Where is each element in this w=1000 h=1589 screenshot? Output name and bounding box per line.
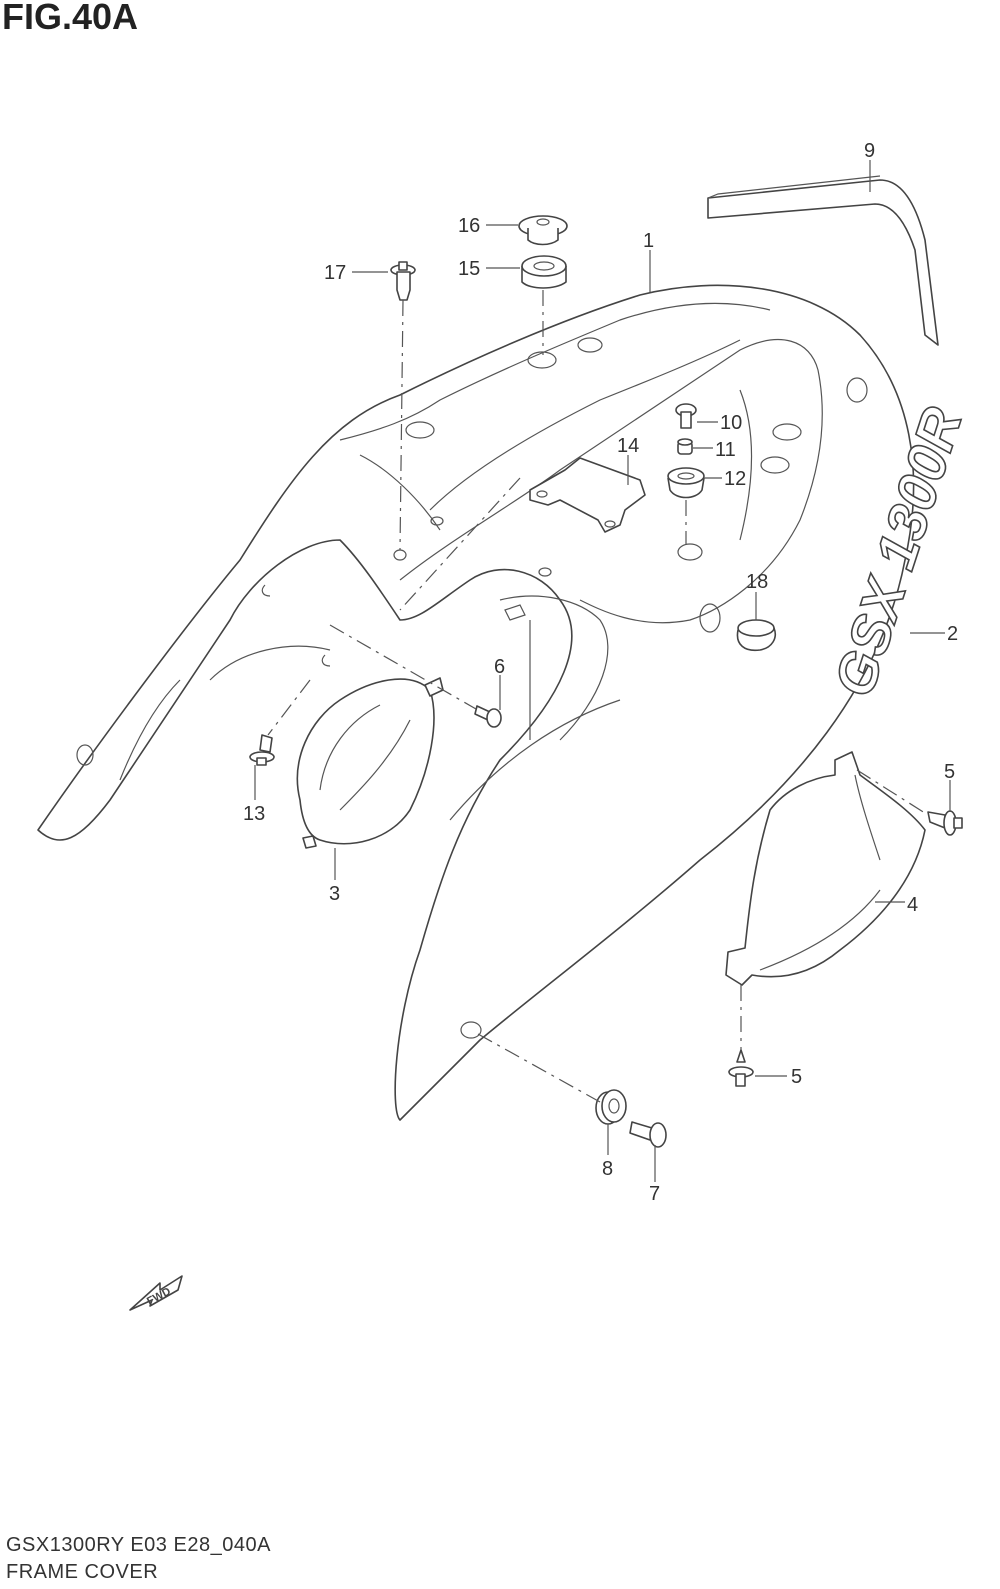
assembly-lines [267, 290, 929, 1103]
callout-5-upper: 5 [944, 761, 955, 783]
frame-cover-part-1[interactable] [37, 284, 915, 1121]
callout-2: 2 [947, 623, 958, 645]
screw-part-6[interactable] [474, 705, 502, 728]
rivet-part-13[interactable] [249, 734, 275, 766]
callout-11: 11 [715, 439, 736, 461]
panel-part-3[interactable] [296, 677, 444, 849]
fwd-label: FWD [145, 1285, 173, 1307]
callout-13: 13 [243, 803, 265, 825]
callout-7: 7 [649, 1183, 660, 1205]
callout-18: 18 [746, 571, 768, 593]
callout-16: 16 [458, 215, 480, 237]
screw-part-7[interactable] [629, 1121, 667, 1148]
callout-9: 9 [864, 140, 875, 162]
rivet-part-5-lower[interactable] [728, 1049, 754, 1087]
strip-part-9[interactable] [707, 175, 939, 346]
leader-lines [254, 160, 951, 1182]
bracket-part-14[interactable] [529, 457, 646, 533]
callout-labels: 1 2 3 4 5 5 6 7 8 9 10 11 12 13 14 15 16… [243, 140, 958, 1205]
callout-14: 14 [617, 435, 639, 457]
fwd-arrow-icon: FWD [129, 1275, 183, 1311]
collar-part-11[interactable] [677, 438, 693, 455]
callout-10: 10 [720, 412, 742, 434]
callout-5-lower: 5 [791, 1066, 802, 1088]
section-name: FRAME COVER [6, 1561, 159, 1583]
grommet-part-15[interactable] [521, 255, 567, 289]
plug-part-18[interactable] [736, 619, 776, 652]
grommet-part-12[interactable] [667, 467, 705, 499]
callout-12: 12 [724, 468, 746, 490]
cap-part-16[interactable] [518, 215, 568, 246]
model-code: GSX1300RY E03 E28_040A [6, 1534, 271, 1556]
figure-title: FIG.40A [2, 0, 139, 37]
callout-8: 8 [602, 1158, 613, 1180]
callout-1: 1 [643, 230, 654, 252]
rivet-part-17[interactable] [390, 261, 416, 301]
callout-17: 17 [324, 262, 346, 284]
grommet-part-8[interactable] [595, 1089, 627, 1125]
callout-4: 4 [907, 894, 918, 916]
callout-6: 6 [494, 656, 505, 678]
callout-3: 3 [329, 883, 340, 905]
bolt-part-10[interactable] [675, 403, 697, 429]
callout-15: 15 [458, 258, 480, 280]
side-cover-part-4[interactable] [725, 751, 926, 986]
rivet-part-5-upper[interactable] [927, 810, 963, 836]
